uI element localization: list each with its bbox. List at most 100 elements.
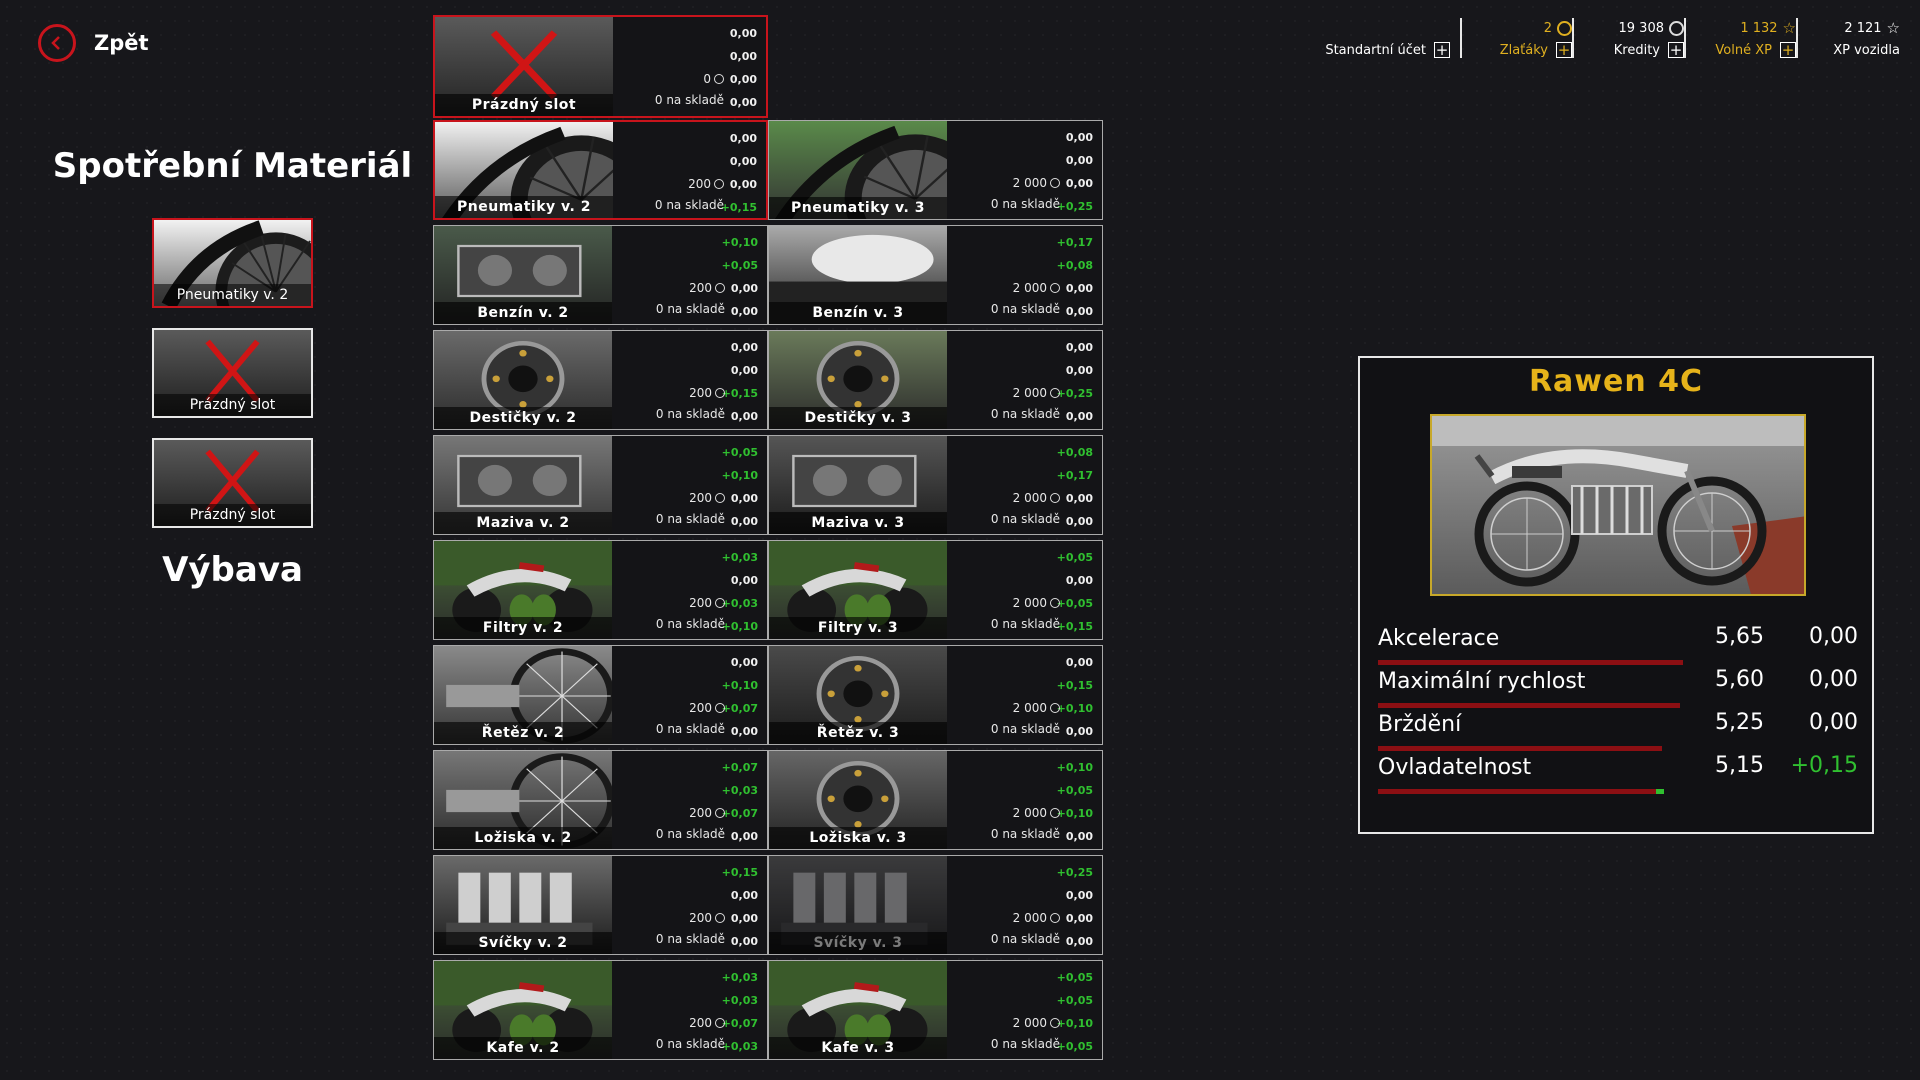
consumable-price: 2 000 <box>1013 911 1060 925</box>
vehicle-xp-balance: 2 121☆ XP vozidla <box>1800 18 1900 62</box>
upgrade-account-button[interactable]: + <box>1434 40 1450 59</box>
stat-bar <box>1378 703 1680 708</box>
credit-coin-icon <box>715 1018 725 1028</box>
consumable-name: Ložiska v. 3 <box>769 827 947 849</box>
consumable-price: 200 <box>689 596 725 610</box>
consumable-stat: +0,10 <box>721 469 758 482</box>
consumable-stock: 0 na skladě <box>655 827 725 841</box>
credit-coin-icon <box>1050 913 1060 923</box>
credit-coin-icon <box>714 179 724 189</box>
consumable-name: Filtry v. 3 <box>769 617 947 639</box>
consumable-stat: +0,03 <box>721 994 758 1007</box>
consumable-name: Benzín v. 2 <box>434 302 612 324</box>
consumable-name: Ložiska v. 2 <box>434 827 612 849</box>
consumable-stat: 0,00 <box>730 364 758 377</box>
slot-1[interactable]: Pneumatiky v. 2 <box>152 218 313 308</box>
gold-balance: 2 Zlaťáky + <box>1462 18 1572 62</box>
price-value: 0 <box>703 72 711 86</box>
consumable-stat: +0,25 <box>1056 387 1093 400</box>
consumable-price: 200 <box>689 806 725 820</box>
credit-coin-icon <box>715 913 725 923</box>
consumable-stat: +0,17 <box>1056 469 1093 482</box>
consumable-price: 200 <box>689 701 725 715</box>
credit-coin-icon <box>1669 20 1684 36</box>
consumable-stat: 0,00 <box>730 830 758 843</box>
consumable-stat: 0,00 <box>1065 341 1093 354</box>
price-value: 2 000 <box>1012 281 1047 295</box>
consumable-stat: 0,00 <box>1065 830 1093 843</box>
gold-label: Zlaťáky <box>1499 42 1548 58</box>
credit-coin-icon <box>1050 388 1060 398</box>
consumable-stock: 0 na skladě <box>655 302 725 316</box>
credit-coin-icon <box>715 493 725 503</box>
consumable-stat: +0,08 <box>1056 259 1093 272</box>
consumable-price: 0 <box>703 72 724 86</box>
buy-credits-button[interactable]: + <box>1668 40 1684 59</box>
stat-bar <box>1378 789 1656 794</box>
consumable-price: 200 <box>689 386 725 400</box>
slot-3[interactable]: Prázdný slot <box>152 438 313 528</box>
price-value: 2 000 <box>1012 491 1047 505</box>
price-value: 2 000 <box>1012 386 1047 400</box>
consumable-stat: +0,10 <box>721 236 758 249</box>
credit-coin-icon <box>715 808 725 818</box>
buy-xp-button[interactable]: + <box>1780 40 1796 59</box>
consumable-image <box>769 961 947 1059</box>
consumable-price: 2 000 <box>1013 386 1060 400</box>
back-label: Zpět <box>94 31 149 55</box>
separator <box>1460 18 1462 58</box>
credit-coin-icon <box>715 388 725 398</box>
consumable-stat: +0,15 <box>721 387 758 400</box>
star-icon: ☆ <box>1782 19 1796 37</box>
consumable-stat: +0,08 <box>1056 446 1093 459</box>
vehicle-name: Rawen 4C <box>1528 364 1704 399</box>
back-button[interactable]: Zpět <box>38 24 149 62</box>
price-value: 200 <box>689 911 712 925</box>
consumable-stat: 0,00 <box>729 50 757 63</box>
consumable-stock: 0 na skladě <box>990 1037 1060 1051</box>
buy-gold-button[interactable]: + <box>1556 40 1572 59</box>
equipment-title: Výbava <box>162 550 303 590</box>
price-value: 2 000 <box>1012 701 1047 715</box>
consumable-stat: 0,00 <box>1065 912 1093 925</box>
consumable-stat: 0,00 <box>729 155 757 168</box>
stat-value: 5,60 <box>1715 667 1764 692</box>
consumable-stat: +0,10 <box>721 679 758 692</box>
consumable-price: 2 000 <box>1013 491 1060 505</box>
price-value: 2 000 <box>1012 806 1047 820</box>
consumable-stat: +0,05 <box>1056 597 1093 610</box>
consumable-stock: 0 na skladě <box>655 1037 725 1051</box>
consumable-stat: 0,00 <box>1065 889 1093 902</box>
free-xp-balance: 1 132☆ Volné XP+ <box>1686 18 1796 62</box>
slot-2[interactable]: Prázdný slot <box>152 328 313 418</box>
vehicle-xp-value: 2 121 <box>1844 20 1882 36</box>
stat-name: Maximální rychlost <box>1378 669 1586 694</box>
consumable-stat: +0,10 <box>1056 702 1093 715</box>
consumable-stat: +0,17 <box>1056 236 1093 249</box>
slot-3-label: Prázdný slot <box>154 504 311 526</box>
consumable-price: 200 <box>689 491 725 505</box>
price-value: 200 <box>689 386 712 400</box>
consumable-stat: 0,00 <box>730 282 758 295</box>
gold-value: 2 <box>1543 20 1552 36</box>
